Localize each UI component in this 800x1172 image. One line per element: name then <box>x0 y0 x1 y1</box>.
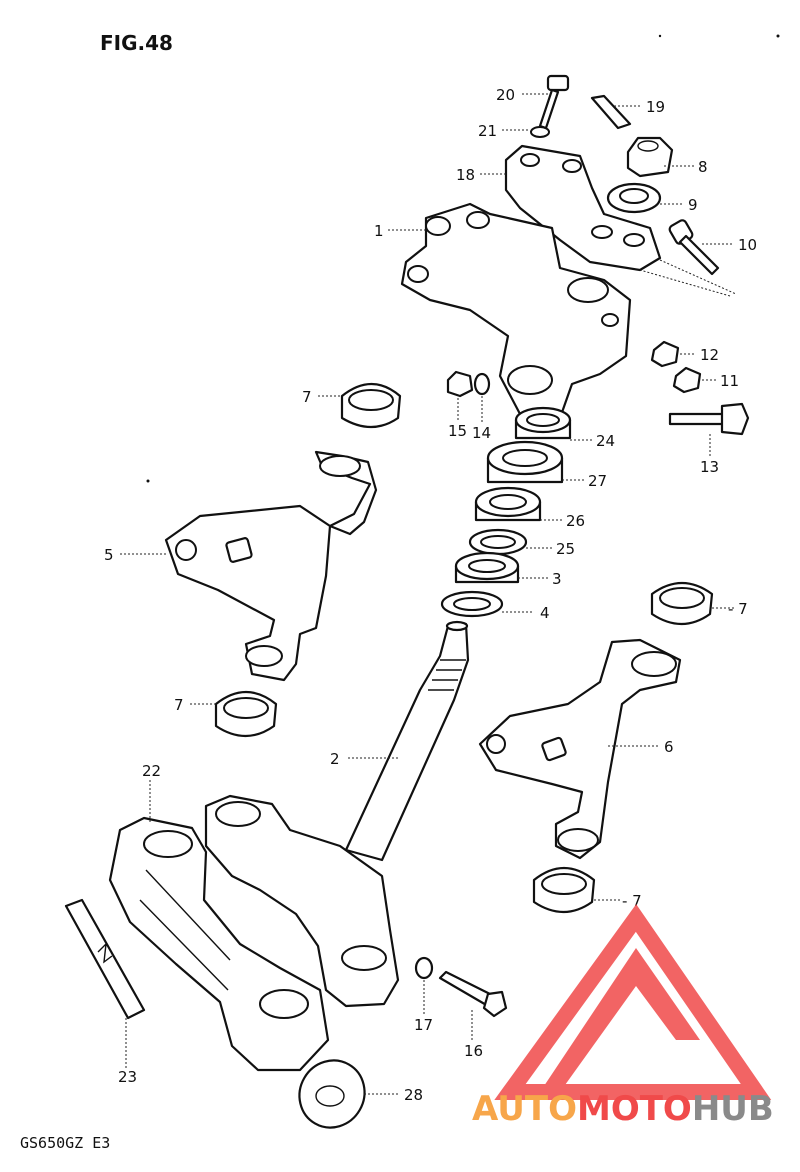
callout-4: 4 <box>540 604 550 622</box>
callout-24: 24 <box>596 432 615 450</box>
part-17-washer <box>414 956 434 980</box>
callout-19: 19 <box>646 98 665 116</box>
callout-18: 18 <box>456 166 475 184</box>
callout-21: 21 <box>478 122 497 140</box>
part-21-washer <box>530 126 550 138</box>
callout-5: 5 <box>104 546 114 564</box>
callout-3: 3 <box>552 570 562 588</box>
part-2-steering-stem <box>344 620 470 862</box>
leader-lines <box>120 93 737 1095</box>
callout-7-left: 7 <box>174 696 184 714</box>
part-13-bolt <box>668 402 750 436</box>
callout-7-lower-right: - 7 <box>622 892 642 910</box>
watermark-word-moto: MOTO <box>577 1089 692 1129</box>
callout-13: 13 <box>700 458 719 476</box>
speck <box>658 34 662 38</box>
callout-26: 26 <box>566 512 585 530</box>
callout-6: 6 <box>664 738 674 756</box>
callout-22: 22 <box>142 762 161 780</box>
part-25-ring <box>468 528 528 556</box>
part-7-grommet-right <box>650 582 714 625</box>
callout-2: 2 <box>330 750 340 768</box>
callout-14: 14 <box>472 424 491 442</box>
callout-25: 25 <box>556 540 575 558</box>
part-6-right-bracket <box>478 638 682 860</box>
part-28-cap <box>298 1059 366 1129</box>
part-2-lower-bracket <box>204 794 400 1008</box>
part-7-grommet-upper-left <box>340 383 402 429</box>
watermark-logo <box>494 904 772 1100</box>
part-10-bolt <box>668 219 720 276</box>
callout-27: 27 <box>588 472 607 490</box>
part-7-grommet-lower-right <box>532 867 596 913</box>
part-27-spacer <box>486 440 564 484</box>
part-5-left-bracket <box>164 450 378 682</box>
part-9-washer <box>606 182 662 214</box>
part-20-bolt <box>538 74 570 130</box>
part-22-cover <box>108 816 330 1072</box>
callout-11: 11 <box>720 372 739 390</box>
part-16-bolt <box>438 970 508 1018</box>
model-code: GS650GZ E3 <box>20 1134 110 1152</box>
callout-8: 8 <box>698 158 708 176</box>
part-4-seal <box>440 590 504 618</box>
watermark-word-hub: HUB <box>692 1089 774 1129</box>
callout-17: 17 <box>414 1016 433 1034</box>
watermark-m-mark <box>540 948 700 1092</box>
callout-labels: 1 2 3 4 5 6 7 - 7 7 - 7 8 9 10 11 12 13 … <box>104 86 757 1104</box>
callout-1: 1 <box>374 222 384 240</box>
part-19-plate <box>590 94 632 130</box>
part-14-washer <box>473 372 491 396</box>
callout-12: 12 <box>700 346 719 364</box>
watermark-text: AUTOMOTOHUB <box>472 1089 774 1129</box>
part-24-nut <box>514 406 572 440</box>
part-23-emblem <box>64 898 146 1020</box>
part-3-bearing <box>454 551 520 584</box>
speck <box>776 34 780 38</box>
callout-7-right: - 7 <box>728 600 748 618</box>
part-15-nut <box>446 370 474 398</box>
callout-20: 20 <box>496 86 515 104</box>
speck <box>146 479 150 483</box>
callout-9: 9 <box>688 196 698 214</box>
part-11-nut <box>672 366 702 394</box>
watermark-word-auto: AUTO <box>472 1089 577 1129</box>
callout-15: 15 <box>448 422 467 440</box>
figure-title: FIG.48 <box>100 31 173 55</box>
part-18-handlebar-holder <box>504 144 662 272</box>
part-1-upper-bracket <box>400 202 632 420</box>
callout-7-upper-left: 7 <box>302 388 312 406</box>
part-26-cover <box>474 486 542 522</box>
callout-10: 10 <box>738 236 757 254</box>
callout-28: 28 <box>404 1086 423 1104</box>
callout-23: 23 <box>118 1068 137 1086</box>
part-7-grommet-left <box>214 691 278 737</box>
part-8-cap-nut <box>626 136 674 178</box>
callout-16: 16 <box>464 1042 483 1060</box>
part-12-nut <box>650 340 680 368</box>
watermark-triangle <box>494 904 772 1100</box>
